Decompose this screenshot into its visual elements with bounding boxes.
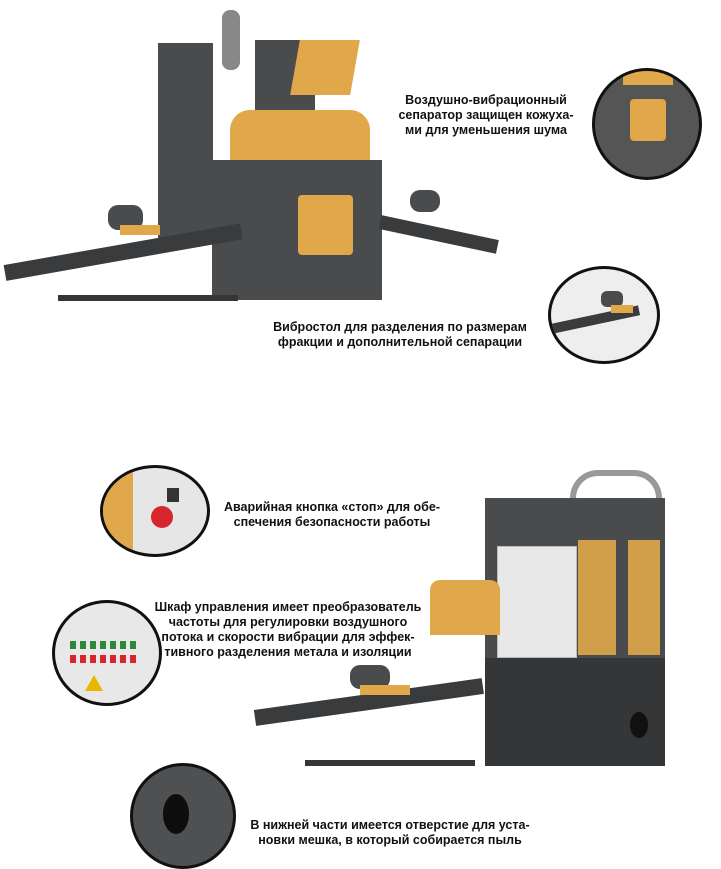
caption-line: потока и скорости вибрации для эффек- (161, 630, 415, 644)
vibrotable-base (611, 305, 633, 313)
detail-circle-dust-hole (130, 763, 236, 869)
detail-circle-control-cabinet (52, 600, 162, 706)
caption-vibrotable: Вибростол для разделения по размерам фра… (255, 320, 545, 350)
machine-rear-view (250, 470, 721, 780)
detail-circle-emergency-stop (100, 465, 210, 557)
caption-line: В нижней части имеется отверстие для уст… (250, 818, 530, 832)
air-duct (222, 10, 240, 70)
detail-circle-separator (592, 68, 702, 180)
caption-line: новки мешка, в который собирается пыль (258, 833, 522, 847)
switch (167, 488, 179, 502)
right-vibrotable (378, 215, 499, 254)
caption-line: тивного разделения метала и изоляции (164, 645, 412, 659)
frame-legs (305, 760, 475, 766)
caption-line: Шкаф управления имеет преобразователь (154, 600, 422, 614)
machine-front-view (0, 10, 499, 330)
crusher-cover (430, 580, 500, 635)
separator-top (623, 71, 673, 85)
dust-hole (163, 794, 189, 834)
button-row (70, 655, 140, 663)
detail-circle-vibrotable (548, 266, 660, 364)
caption-line: сепаратор защищен кожуха- (398, 108, 574, 122)
warning-sign (85, 675, 103, 691)
cover-edge (103, 468, 133, 554)
frame-legs (58, 295, 238, 301)
caption-line: фракции и дополнительной сепарации (277, 335, 523, 349)
dust-hole (630, 712, 648, 738)
caption-line: Вибростол для разделения по размерам (273, 320, 527, 334)
air-duct (570, 470, 662, 498)
button-row (70, 641, 140, 649)
hopper (290, 40, 360, 95)
emergency-stop-button (151, 506, 173, 528)
control-cabinet (497, 546, 577, 658)
rear-column (158, 43, 213, 243)
caption-bottom-hole: В нижней части имеется отверстие для уст… (242, 818, 538, 848)
caption-emergency: Аварийная кнопка «стоп» для обе- спечени… (212, 500, 452, 530)
vent-grille-right (628, 540, 660, 655)
caption-line: ми для уменьшения шума (405, 123, 567, 137)
caption-line: спечения безопасности работы (233, 515, 431, 529)
right-motor (410, 190, 440, 212)
vibrotable-base (360, 685, 410, 695)
left-motor-base (120, 225, 160, 235)
caption-line: Воздушно-вибрационный (405, 93, 567, 107)
caption-line: частоты для регулировки воздушного (168, 615, 408, 629)
separator-hatch (630, 99, 666, 141)
caption-separator: Воздушно-вибрационный сепаратор защищен … (386, 93, 586, 138)
vibrotable-motor (601, 291, 623, 307)
caption-line: Аварийная кнопка «стоп» для обе- (223, 500, 441, 514)
front-hatch (298, 195, 353, 255)
vent-grille-left (578, 540, 616, 655)
caption-cabinet: Шкаф управления имеет преобразователь ча… (150, 600, 426, 660)
